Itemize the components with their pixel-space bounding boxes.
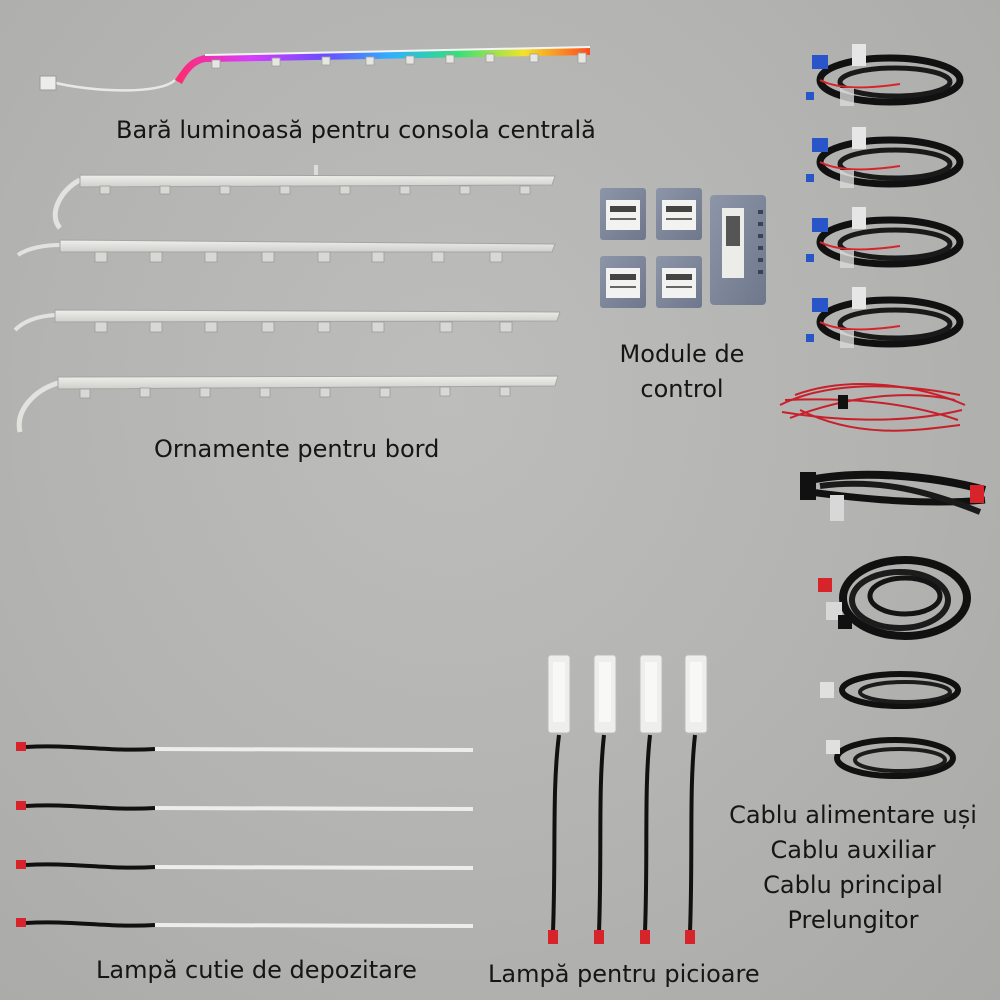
door-harness-3 xyxy=(806,207,964,268)
storage-lamp-strip-3 xyxy=(16,860,474,870)
door-harness-4 xyxy=(806,287,964,348)
main-harness xyxy=(800,470,987,521)
cable-label-auxiliary: Cablu auxiliar xyxy=(770,836,936,864)
cable-label-main: Cablu principal xyxy=(763,871,943,899)
extension-cable-1 xyxy=(820,671,961,709)
storage-lamp-strip-2 xyxy=(16,801,474,811)
door-harness-2 xyxy=(806,127,964,188)
storage-lamp-label: Lampă cutie de depozitare xyxy=(96,956,417,984)
dashboard-trim-3 xyxy=(13,309,561,333)
cable-label-door-power: Cablu alimentare uși xyxy=(729,801,977,829)
control-modules xyxy=(600,188,766,308)
foot-lamp-4 xyxy=(684,654,708,944)
console-bar-label: Bară luminoasă pentru consola centrală xyxy=(116,116,596,144)
foot-lamp-3 xyxy=(639,654,663,944)
control-module-2 xyxy=(656,188,702,240)
main-cable-coil xyxy=(818,556,971,640)
foot-lamp-1 xyxy=(547,654,571,944)
control-module-1 xyxy=(600,188,646,240)
extension-cable-2 xyxy=(826,737,956,779)
foot-lamp-2 xyxy=(593,654,617,944)
dashboard-trims-label: Ornamente pentru bord xyxy=(154,435,440,463)
control-modules-label-line1: Module de xyxy=(619,340,745,368)
dashboard-trim-4 xyxy=(16,375,559,433)
dashboard-trim-2 xyxy=(16,239,556,263)
cable-label-extension: Prelungitor xyxy=(787,906,919,934)
auxiliary-cable xyxy=(779,383,966,432)
main-control-module xyxy=(710,195,766,305)
door-harness-1 xyxy=(806,44,964,106)
control-module-3 xyxy=(600,256,646,308)
foot-lamp-label: Lampă pentru picioare xyxy=(488,960,760,988)
storage-lamp-strip-4 xyxy=(16,918,474,928)
console-light-bar xyxy=(39,46,591,92)
control-module-4 xyxy=(656,256,702,308)
control-modules-label-line2: control xyxy=(640,374,724,403)
dashboard-trim-1 xyxy=(52,165,556,230)
storage-lamp-strip-1 xyxy=(16,742,474,752)
control-modules-label: Module de control xyxy=(606,340,758,404)
cable-labels: Cablu alimentare uși Cablu auxiliar Cabl… xyxy=(720,798,986,938)
